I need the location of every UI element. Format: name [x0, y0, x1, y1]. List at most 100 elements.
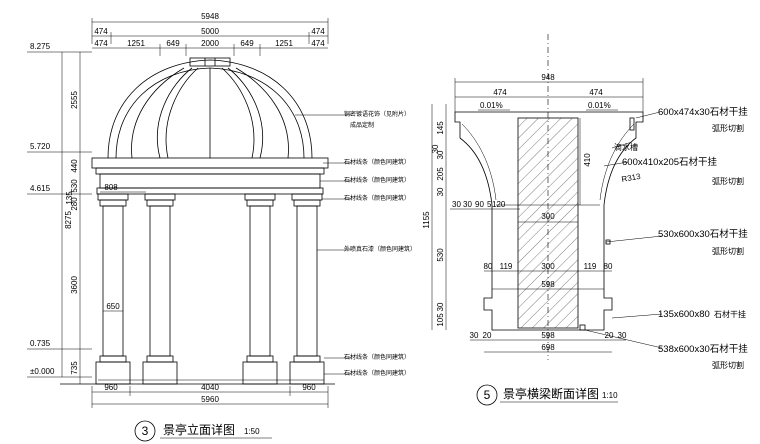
dim-third-5: 1251: [275, 39, 293, 48]
sec-dim-30d: 30: [436, 302, 445, 311]
level-8275: 8.275: [30, 42, 51, 51]
callout-3: 石材线条（颜色同建筑）: [344, 176, 410, 184]
column-2: [142, 193, 178, 385]
elevation-callouts: 铜密镀语花饰（见附片） 成品定制 石材线条（颜色同建筑） 石材线条（颜色同建筑）…: [295, 110, 416, 377]
columns: [60, 193, 335, 385]
spec-1-note: 弧形切割: [712, 176, 744, 186]
radius-label: R313: [621, 172, 642, 184]
spec-4-note: 弧形切割: [712, 360, 744, 370]
sec-dim-half-0: 474: [493, 88, 507, 97]
concrete-core: [517, 117, 579, 329]
section-outline: [454, 111, 644, 331]
dim-third-6: 474: [311, 39, 325, 48]
level-4615: 4.615: [30, 184, 51, 193]
section-scale: 1:10: [602, 391, 618, 400]
spec-0-note: 弧形切割: [712, 123, 744, 133]
entablature: [91, 157, 329, 195]
spec-0: 600x474x30石材干挂: [658, 106, 748, 118]
dim-8275: 8275: [64, 211, 73, 229]
dim-bottom-0: 960: [104, 383, 118, 392]
section-drawing: 948 474 474 0.01% 0.01% 1155 145: [422, 34, 748, 406]
spec-4: 538x600x30石材干挂: [658, 343, 748, 355]
elevation-scale: 1:50: [244, 427, 260, 436]
callout-0: 铜密镀语花饰（见附片）: [344, 110, 410, 118]
dim-2555: 2555: [70, 91, 79, 109]
section-number: 5: [484, 388, 491, 402]
dim-total-width: 5948: [201, 12, 219, 21]
level-0735: 0.735: [30, 339, 51, 348]
sec-dim-30b: 30: [436, 150, 445, 159]
dim-third-3: 2000: [201, 39, 219, 48]
row-dim-1: 119: [500, 262, 513, 271]
dim-bottom-2: 960: [302, 383, 316, 392]
dome: [107, 57, 313, 159]
level-5720: 5.720: [30, 142, 51, 151]
level-0000: ±0.000: [30, 367, 55, 376]
row-dim-2: 300: [541, 262, 555, 271]
bottom-a-2: 598: [541, 331, 555, 340]
dim-135: 135: [65, 191, 74, 205]
section-mid-dimensions: 30 30 90 5 120 300 80 119 300 119 80 598: [450, 200, 613, 290]
spec-2: 530x600x30石材干挂: [658, 228, 748, 240]
elevation-drawing: 5948 474 5000 474 474 1251 649 2000 649 …: [27, 12, 416, 442]
dim-735: 735: [70, 361, 79, 375]
callout-1: 成品定制: [350, 121, 374, 129]
sec-dim-205: 205: [436, 167, 445, 181]
sec-dim-30a: 30: [431, 144, 440, 153]
mid-small-0: 30: [452, 200, 461, 209]
row-dim-0: 80: [484, 262, 493, 271]
sec-dim-530: 530: [436, 248, 445, 262]
spec-3-note: 石材干挂: [714, 309, 746, 319]
spec-1: 600x410x205石材干挂: [622, 156, 718, 168]
section-caption: 5 景亭横梁断面详图 1:10: [476, 384, 618, 406]
elevation-top-dimensions: 5948 474 5000 474 474 1251 649 2000 649 …: [91, 12, 329, 56]
dim-3600: 3600: [70, 276, 79, 294]
bottom-a-0: 30: [470, 331, 479, 340]
sec-dim-410: 410: [583, 153, 592, 167]
elevation-bottom-dimensions: 960 4040 960 5960: [91, 383, 329, 408]
dim-second-2: 474: [311, 27, 325, 36]
row-dim-4: 80: [604, 262, 613, 271]
bottom-total: 698: [541, 343, 555, 352]
mid-300-a: 300: [541, 212, 555, 221]
callout-2: 石材线条（颜色同建筑）: [344, 158, 410, 166]
dim-bottom-total: 5960: [201, 395, 219, 404]
sec-dim-145: 145: [436, 121, 445, 135]
sec-dim-half-1: 474: [589, 88, 603, 97]
dim-second-1: 5000: [201, 27, 219, 36]
spec-3: 135x600x80: [658, 309, 710, 320]
mid-small-1: 30: [463, 200, 472, 209]
mid-small-2: 90: [475, 200, 484, 209]
bottom-a-1: 20: [483, 331, 492, 340]
dim-650: 650: [106, 302, 120, 311]
dim-third-1: 1251: [127, 39, 145, 48]
dim-second-0: 474: [94, 27, 108, 36]
mid-598: 598: [541, 280, 555, 289]
dim-third-2: 649: [166, 39, 180, 48]
callout-4: 石材线条（颜色同建筑）: [344, 194, 410, 202]
dim-808: 808: [104, 183, 118, 192]
sec-dim-1155: 1155: [422, 211, 431, 229]
bottom-a-4: 30: [618, 331, 627, 340]
callout-7: 石材线条（颜色同建筑）: [344, 369, 410, 377]
section-title: 景亭横梁断面详图: [503, 386, 599, 401]
sec-dim-30c: 30: [436, 187, 445, 196]
section-top-dimensions: 948 474 474 0.01% 0.01%: [454, 73, 644, 112]
elevation-left-dimensions: 8275 2555 440 530 135 280 3600 735: [61, 52, 81, 384]
mid-small-3: 5: [487, 200, 492, 209]
column-1: [95, 193, 131, 385]
slope-right: 0.01%: [588, 101, 611, 110]
section-left-dimensions: 1155 145 30 30 205 30 530 105 30: [422, 104, 447, 330]
column-4: [289, 193, 325, 385]
slope-left: 0.01%: [480, 101, 503, 110]
dim-280: 280: [70, 197, 79, 211]
sec-dim-total: 948: [541, 73, 555, 82]
dim-440: 440: [70, 159, 79, 173]
elevation-caption: 3 景亭立面详图 1:50: [134, 420, 272, 442]
mid-small-4: 120: [492, 200, 506, 209]
dim-third-0: 474: [94, 39, 108, 48]
elevation-number: 3: [142, 424, 149, 438]
row-dim-3: 119: [584, 262, 597, 271]
drip-label: 滴水槽: [614, 142, 638, 152]
